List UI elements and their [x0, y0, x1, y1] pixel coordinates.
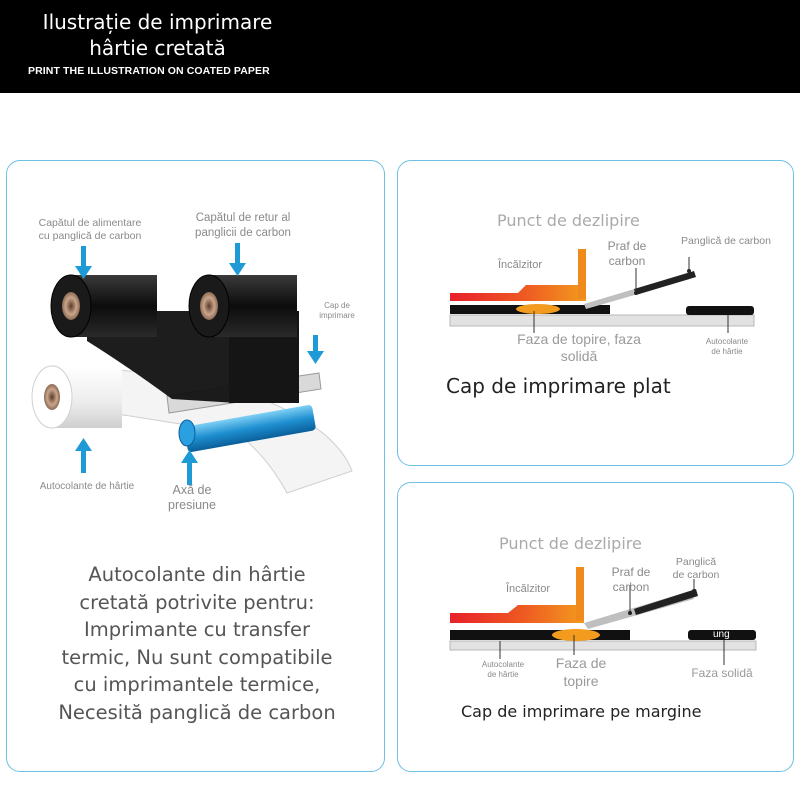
compat-line: cu imprimantele termice,	[73, 673, 321, 696]
return-end-label-line-1: Capătul de retur al	[195, 212, 291, 224]
ribbon-left	[450, 630, 630, 640]
axis-label: Axă de presiune	[152, 483, 232, 513]
header-title: Ilustrație de imprimare hârtie cretată	[20, 9, 295, 61]
printhead-label: Cap de imprimare	[307, 301, 367, 321]
header-subtitle: PRINT THE ILLUSTRATION ON COATED PAPER	[28, 65, 270, 77]
printhead-label-line-2: imprimare	[319, 311, 355, 320]
heater-stem	[578, 249, 586, 299]
compatibility-note: Autocolante din hârtie cretată potrivite…	[37, 561, 357, 726]
axis-label-line-1: Axă de	[172, 483, 212, 497]
flat-peel-point: Punct de dezlipire	[497, 211, 640, 230]
flat-melt-phase-line-1: Faza de topire, faza	[517, 331, 641, 347]
edge-paper-label: Autocolante de hârtie	[470, 660, 536, 680]
return-end-label-line-2: panglicii de carbon	[195, 227, 291, 239]
pointer-arrows	[75, 243, 324, 485]
compat-line: Necesită panglică de carbon	[58, 700, 336, 724]
flat-carbon-powder-label: Praf de carbon	[602, 239, 652, 269]
flat-ribbon-label: Panglică de carbon	[681, 235, 771, 247]
ribbon-mechanism-panel: Capătul de alimentare cu panglică de car…	[6, 160, 385, 772]
edge-printhead-title: Cap de imprimare pe margine	[461, 702, 702, 721]
printhead-label-line-1: Cap de	[324, 301, 350, 310]
arrow-paper	[75, 438, 92, 473]
edge-ribbon-label: Panglică de carbon	[666, 556, 726, 582]
edge-paper-line-2: de hârtie	[487, 670, 519, 679]
flat-paper-line-1: Autocolante	[705, 337, 749, 346]
edge-carbon-powder-line-1: Praf de	[611, 565, 651, 579]
header-title-line-1: Ilustrație de imprimare	[42, 10, 273, 34]
edge-solid-label: Faza solidă	[691, 666, 753, 680]
edge-melt-line-2: topire	[563, 673, 599, 689]
heater-body	[450, 569, 584, 623]
paper-roll	[31, 365, 122, 429]
ribbon-peel-dark	[634, 271, 696, 295]
ribbon-feed-roll	[50, 274, 157, 338]
flat-paper-label: Autocolante de hârtie	[692, 337, 762, 357]
pressure-roller	[178, 405, 316, 452]
header-banner: Ilustrație de imprimare hârtie cretată P…	[0, 0, 800, 93]
edge-melt-label: Faza de topire	[546, 654, 616, 690]
edge-heater-label: Încălzitor	[506, 583, 551, 595]
ribbon-right	[688, 630, 756, 640]
edge-peel-point: Punct de dezlipire	[499, 534, 642, 553]
arrow-axis	[181, 450, 198, 485]
paper-base	[449, 314, 755, 327]
ribbon-right	[686, 306, 754, 315]
feed-end-label-line-1: Capătul de alimentare	[38, 217, 142, 229]
flat-printhead-title: Cap de imprimare plat	[446, 374, 671, 398]
flat-carbon-powder-line-1: Praf de	[607, 239, 647, 253]
paper-base	[449, 640, 757, 651]
edge-ribbon-mark: ung	[713, 629, 730, 640]
arrow-printhead	[307, 335, 324, 364]
compat-line: cretată potrivite pentru:	[79, 590, 315, 614]
melt-glow	[552, 629, 600, 641]
flat-printhead-diagram	[449, 249, 755, 333]
axis-label-line-2: presiune	[168, 498, 216, 512]
flat-melt-phase-line-2: solidă	[560, 348, 598, 364]
feed-end-label-line-2: cu panglică de carbon	[38, 230, 142, 242]
edge-melt-line-1: Faza de	[555, 655, 607, 671]
compat-line: Autocolante din hârtie	[88, 563, 306, 586]
compat-line: termic, Nu sunt compatibile	[61, 645, 333, 669]
ribbon-mechanism-diagram	[31, 243, 353, 494]
compat-line: Imprimante cu transfer	[84, 618, 310, 641]
feed-end-label: Capătul de alimentare cu panglică de car…	[25, 217, 155, 243]
header-title-line-2: hârtie cretată	[89, 36, 226, 60]
paper-label: Autocolante de hârtie	[39, 481, 135, 492]
heater-body	[450, 253, 586, 301]
ribbon-peel-dark	[634, 589, 698, 615]
edge-carbon-powder-label: Praf de carbon	[606, 565, 656, 595]
arrow-return	[229, 243, 246, 276]
ribbon-return-roll	[188, 274, 297, 338]
pointer-dots	[634, 269, 691, 295]
flat-melt-phase-label: Faza de topire, faza solidă	[494, 331, 664, 365]
heater-stem	[576, 567, 584, 621]
melt-glow	[516, 304, 560, 314]
flat-paper-line-2: de hârtie	[711, 347, 743, 356]
edge-ribbon-line-2: de carbon	[672, 569, 720, 581]
edge-printhead-diagram	[449, 567, 757, 665]
flat-carbon-powder-line-2: carbon	[608, 254, 646, 268]
edge-printhead-panel: Punct de dezlipire Încălzitor Praf de ca…	[397, 482, 794, 772]
pointer-dots	[628, 589, 696, 615]
flat-printhead-panel: Punct de dezlipire Încălzitor Praf de ca…	[397, 160, 794, 466]
edge-ribbon-line-1: Panglică	[675, 556, 717, 568]
flat-heater-label: Încălzitor	[498, 259, 543, 271]
edge-paper-line-1: Autocolante	[481, 660, 525, 669]
edge-carbon-powder-line-2: carbon	[612, 580, 650, 594]
arrow-feed	[75, 246, 92, 279]
return-end-label: Capătul de retur al panglicii de carbon	[183, 211, 303, 241]
